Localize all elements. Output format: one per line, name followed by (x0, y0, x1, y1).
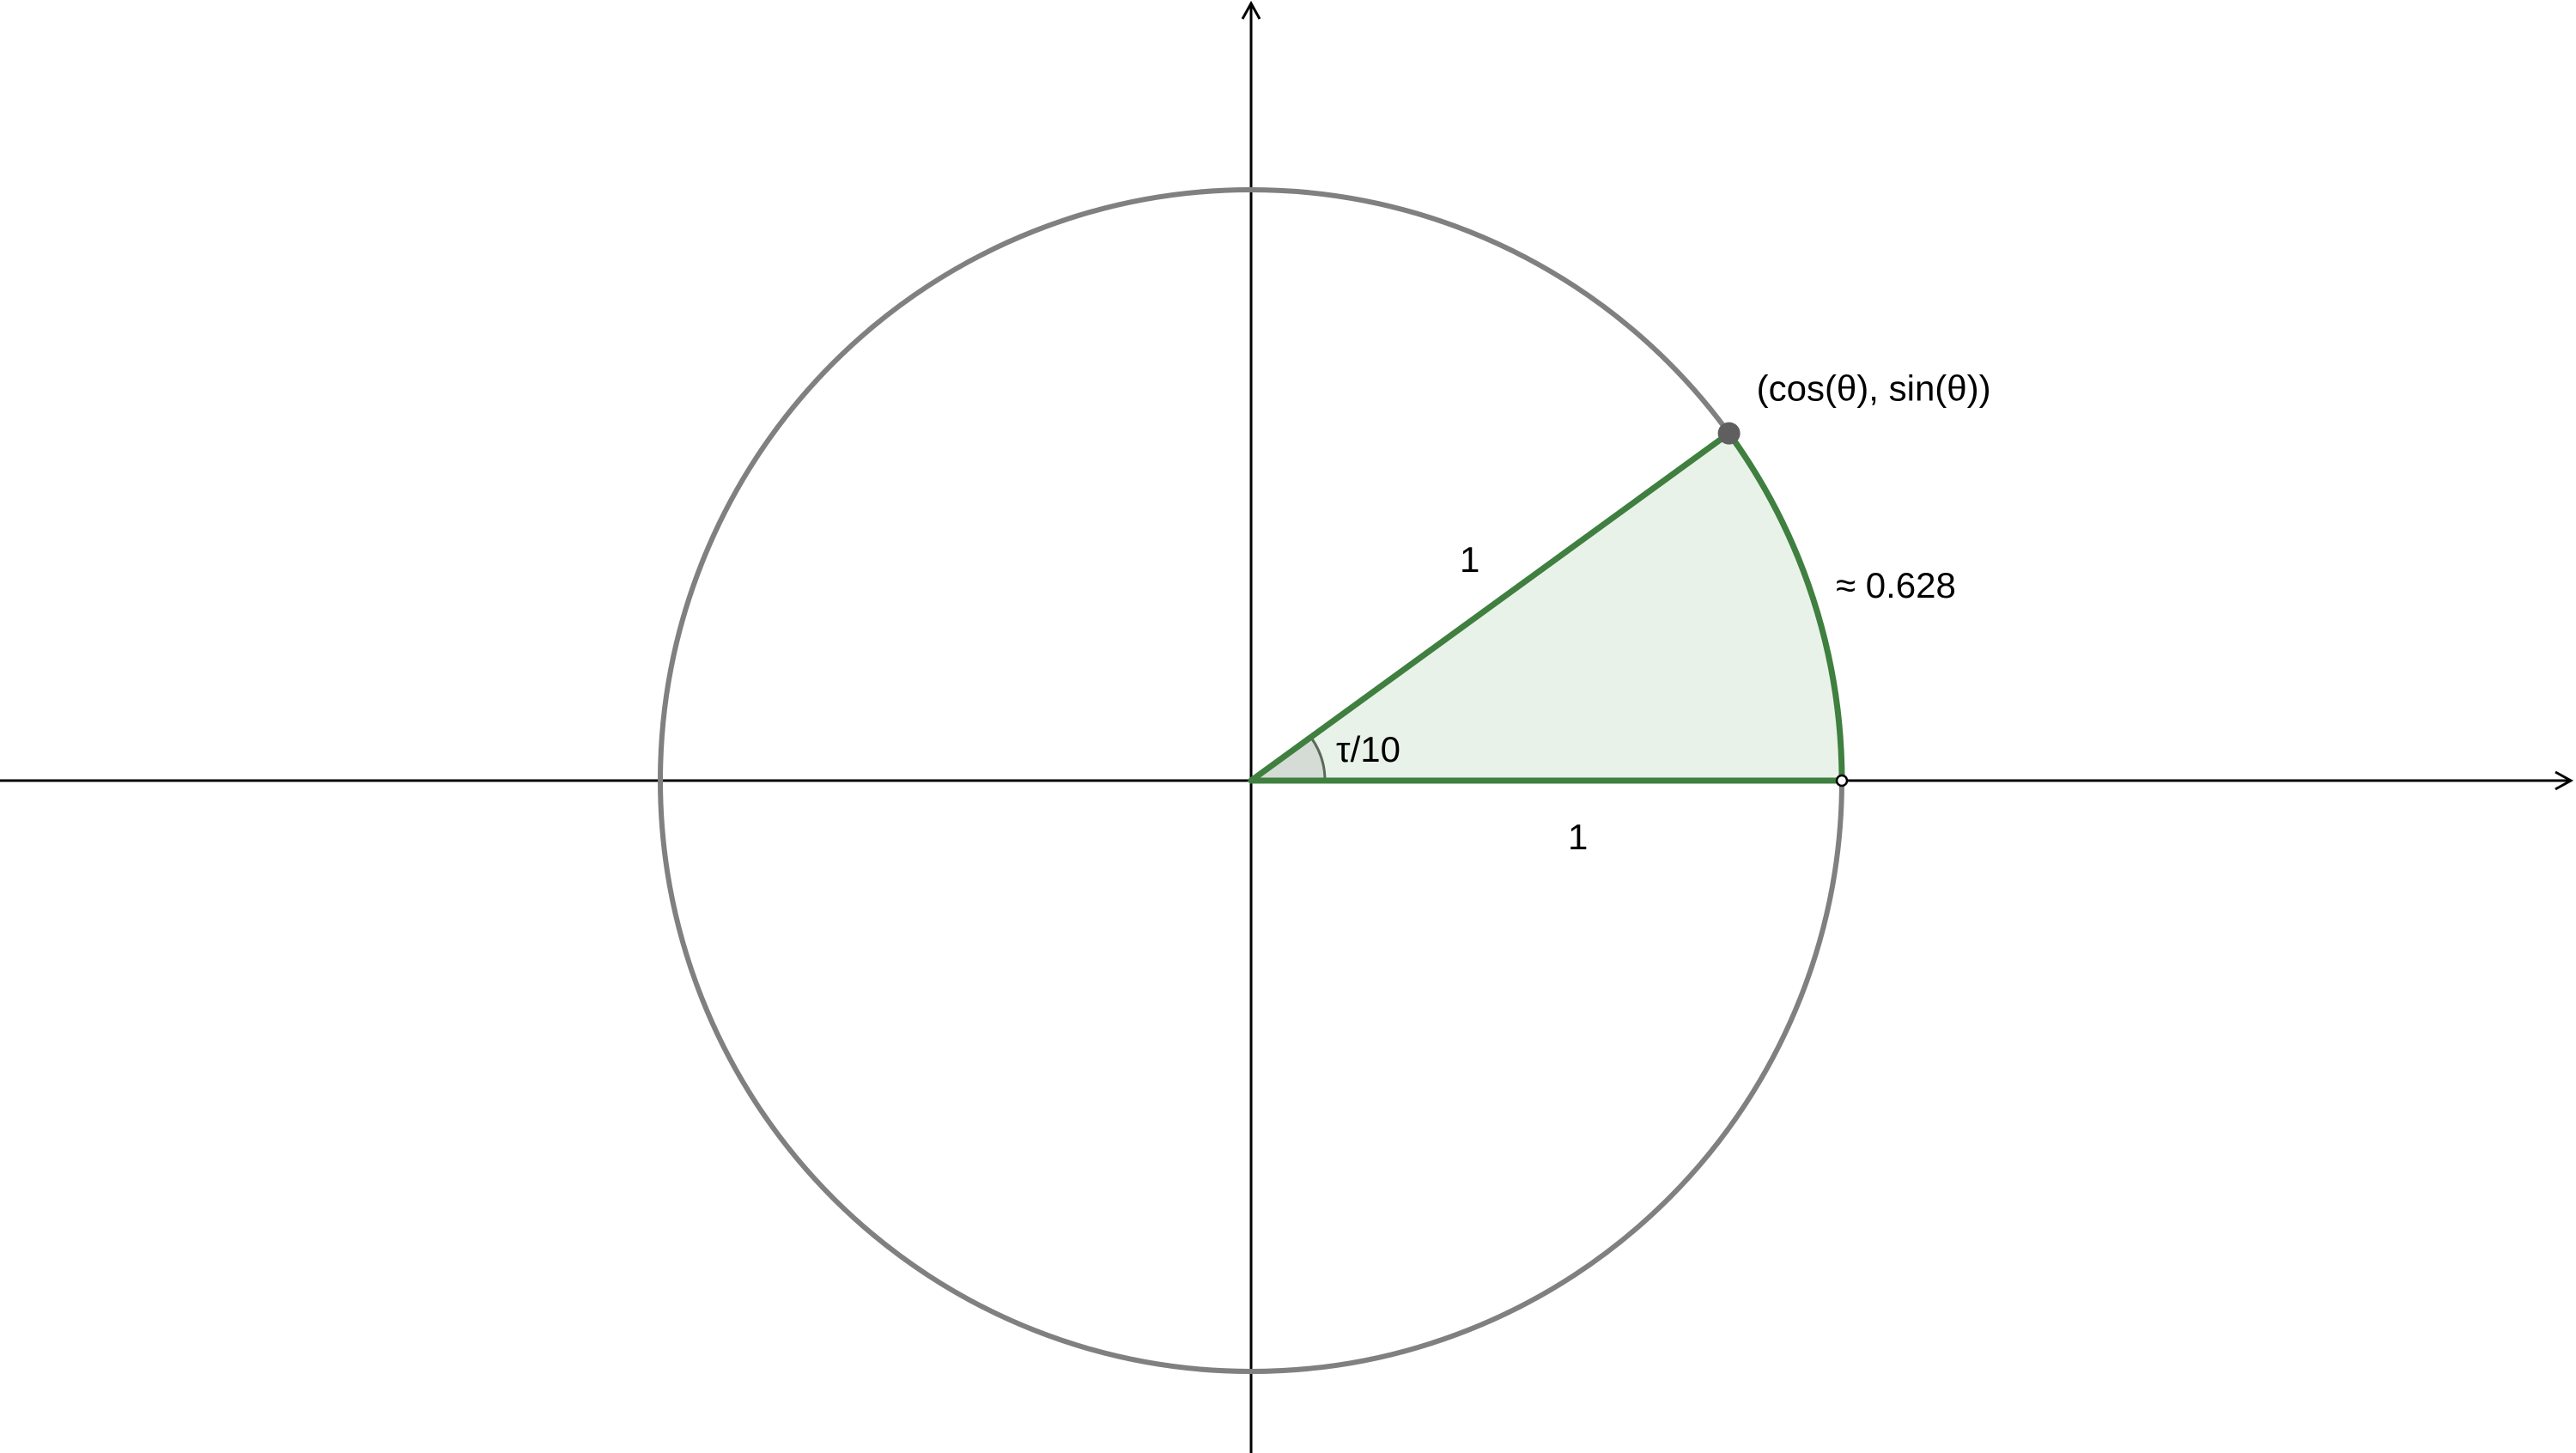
point-on-circle[interactable] (1717, 422, 1741, 445)
point-label: (cos(θ), sin(θ)) (1757, 368, 1991, 409)
radius-hypotenuse-label: 1 (1460, 539, 1479, 580)
radius-hypotenuse-segment (1248, 430, 1733, 784)
arc-length-label: ≈ 0.628 (1836, 565, 1956, 605)
sector-arc (1726, 431, 1845, 781)
radius-base-label: 1 (1568, 817, 1588, 857)
angle-label: τ/10 (1336, 729, 1400, 769)
point-one-zero (1835, 774, 1849, 787)
sector-fill (1251, 433, 1842, 781)
